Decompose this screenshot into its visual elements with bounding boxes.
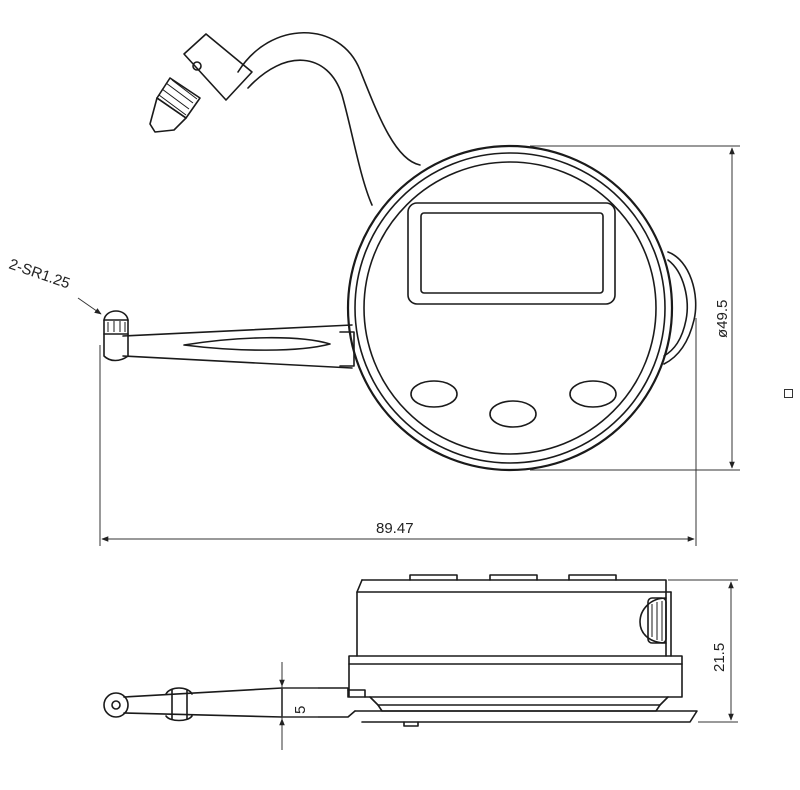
width-dimension [99, 318, 697, 546]
thickness-dimension [279, 662, 318, 750]
diameter-label: ø49.5 [714, 300, 731, 338]
diameter-dimension [530, 145, 740, 471]
ball-radius-label: 2-SR1.25 [7, 256, 72, 293]
dial-body [346, 144, 697, 472]
thickness-label: 5 [292, 706, 309, 714]
height-label: 21.5 [711, 643, 728, 672]
side-view: 5 21.5 [103, 574, 738, 750]
upper-arm [149, 31, 421, 206]
width-label: 89.47 [376, 520, 414, 537]
stray-square-marker [784, 389, 793, 398]
ball-radius-leader [77, 297, 102, 315]
height-dimension [668, 579, 738, 723]
front-view: 2-SR1.25 89.47 ø49.5 [7, 31, 740, 546]
lower-arm [103, 310, 355, 369]
